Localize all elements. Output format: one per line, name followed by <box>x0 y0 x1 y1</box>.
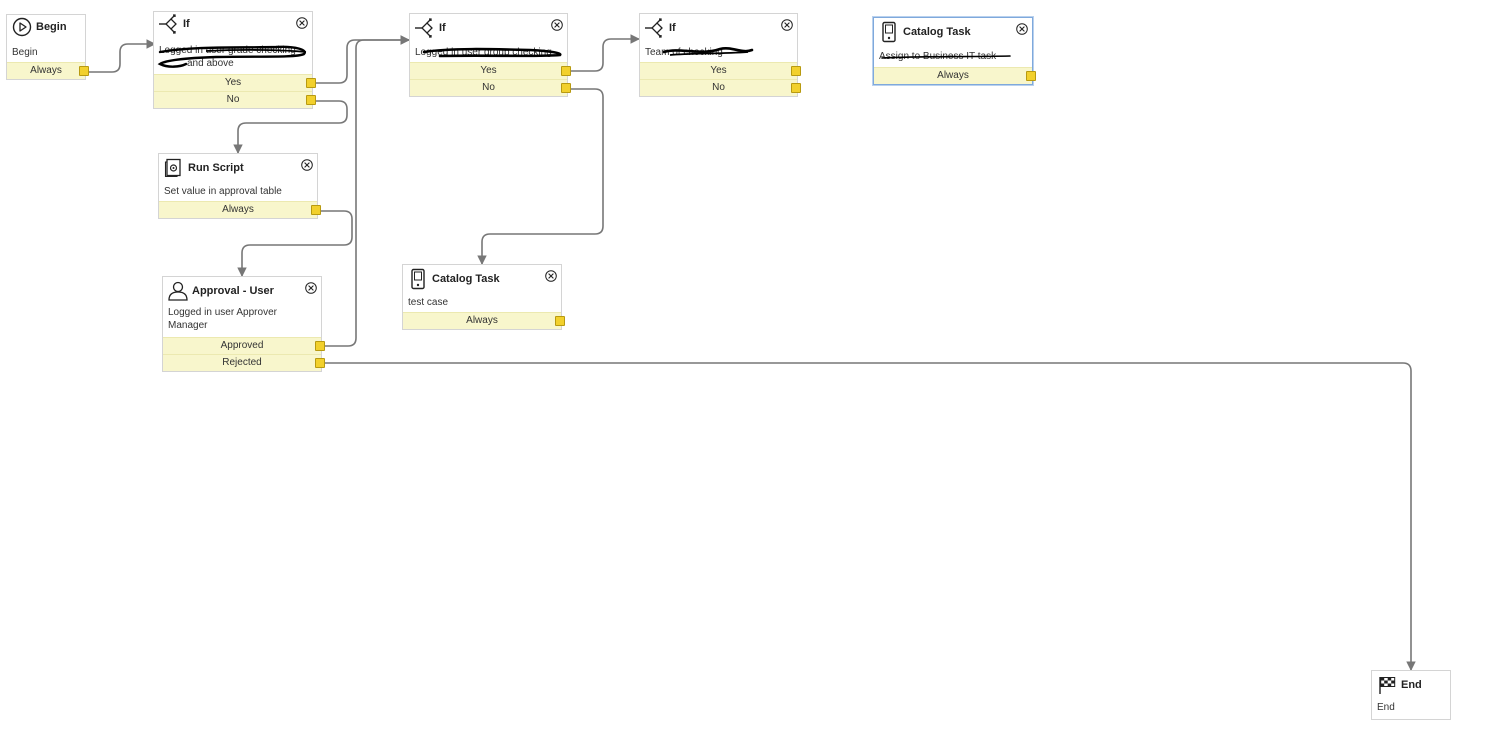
condition-port[interactable] <box>315 341 325 351</box>
activity-approval-user[interactable]: Approval - User Logged in user Approver … <box>162 276 325 372</box>
close-icon[interactable] <box>305 282 317 294</box>
condition-label: No <box>712 82 725 93</box>
condition-always[interactable]: Always <box>159 201 321 218</box>
condition-approved[interactable]: Approved <box>163 337 325 354</box>
condition-label: Rejected <box>222 357 262 368</box>
condition-label: Always <box>222 204 254 215</box>
activity-end[interactable]: End End <box>1371 670 1451 720</box>
activity-catalog-task-business-it[interactable]: Catalog Task Assign to Business IT task … <box>873 17 1036 85</box>
script-icon <box>163 157 185 179</box>
activity-if-team-check[interactable]: If Team of checking Yes No <box>639 13 801 97</box>
activity-description: Logged in user grade checking <box>159 45 296 56</box>
condition-yes[interactable]: Yes <box>410 62 571 79</box>
condition-yes[interactable]: Yes <box>154 74 316 91</box>
activity-description: Begin <box>12 47 38 58</box>
device-icon <box>878 21 900 43</box>
activity-title: End <box>1401 679 1422 691</box>
condition-port[interactable] <box>306 95 316 105</box>
condition-port[interactable] <box>315 358 325 368</box>
condition-label: Always <box>30 65 62 76</box>
wire-if2-no-to-catalog-task <box>477 88 604 265</box>
condition-yes[interactable]: Yes <box>640 62 801 79</box>
activity-description: Team of checking <box>645 47 723 58</box>
activity-description: Set value in approval table <box>164 186 282 197</box>
wire-approval-approved-to-if2 <box>322 35 410 347</box>
condition-no[interactable]: No <box>410 79 571 96</box>
branch-icon <box>158 13 180 35</box>
condition-label: Always <box>466 315 498 326</box>
close-icon[interactable] <box>1016 23 1028 35</box>
condition-label: No <box>482 82 495 93</box>
condition-no[interactable]: No <box>154 91 316 108</box>
condition-label: Yes <box>224 77 242 88</box>
play-icon <box>11 16 33 38</box>
activity-description: Logged in user Approver <box>168 307 277 318</box>
condition-always[interactable]: Always <box>403 312 565 329</box>
condition-port[interactable] <box>561 66 571 76</box>
condition-label: Yes <box>480 65 497 76</box>
activity-if-group-check[interactable]: If Logged in user group checking Yes No <box>409 13 571 97</box>
close-icon[interactable] <box>545 270 557 282</box>
activity-description: Assign to Business IT task <box>879 51 997 62</box>
condition-port[interactable] <box>1026 71 1036 81</box>
activity-description-line2: and above <box>187 58 234 69</box>
condition-label: No <box>226 94 240 105</box>
condition-port[interactable] <box>79 66 89 76</box>
condition-label: Approved <box>220 340 264 351</box>
activity-title: If <box>669 22 676 34</box>
close-icon[interactable] <box>296 17 308 29</box>
activity-description-line2: Manager <box>168 320 208 331</box>
condition-port[interactable] <box>555 316 565 326</box>
activity-title: If <box>439 22 446 34</box>
activity-title: If <box>183 18 190 30</box>
condition-port[interactable] <box>311 205 321 215</box>
checkered-flag-icon <box>1376 674 1398 696</box>
activity-run-script[interactable]: Run Script Set value in approval table A… <box>158 153 321 219</box>
activity-title: Begin <box>36 21 67 33</box>
condition-always[interactable]: Always <box>874 67 1036 84</box>
condition-label: Yes <box>710 65 727 76</box>
wire-begin-to-if1 <box>86 39 156 73</box>
branch-icon <box>414 17 436 39</box>
close-icon[interactable] <box>301 159 313 171</box>
condition-port[interactable] <box>791 83 801 93</box>
activity-title: Catalog Task <box>903 26 971 38</box>
close-icon[interactable] <box>781 19 793 31</box>
activity-if-grade-check[interactable]: If Logged in user grade checking and abo… <box>153 11 316 109</box>
condition-no[interactable]: No <box>640 79 801 96</box>
activity-catalog-task-test-case[interactable]: Catalog Task test case Always <box>402 264 565 330</box>
activity-description: End <box>1377 702 1395 713</box>
activity-begin[interactable]: Begin Begin Always <box>6 14 89 80</box>
condition-label: Always <box>937 70 969 81</box>
activity-title: Catalog Task <box>432 273 500 285</box>
branch-icon <box>644 17 666 39</box>
close-icon[interactable] <box>551 19 563 31</box>
wire-run-script-to-approval <box>237 210 353 277</box>
activity-description: test case <box>408 297 449 308</box>
wire-approval-rejected-to-end <box>322 362 1416 671</box>
condition-always[interactable]: Always <box>7 62 89 79</box>
condition-port[interactable] <box>306 78 316 88</box>
wire-if1-yes-to-if2 <box>313 35 410 84</box>
condition-port[interactable] <box>561 83 571 93</box>
activity-title: Run Script <box>188 162 244 174</box>
condition-port[interactable] <box>791 66 801 76</box>
wire-if2-yes-to-if3 <box>568 34 640 72</box>
activity-title: Approval - User <box>192 285 274 297</box>
condition-rejected[interactable]: Rejected <box>163 354 325 371</box>
user-icon <box>167 280 189 302</box>
device-icon <box>407 268 429 290</box>
activity-description: Logged in user group checking <box>415 47 552 58</box>
